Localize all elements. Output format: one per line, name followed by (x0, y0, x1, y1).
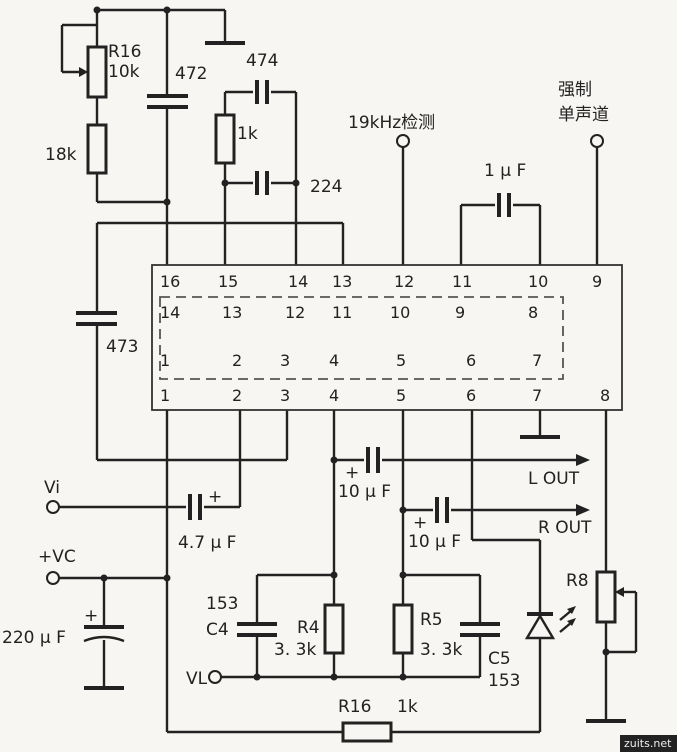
c4-val: 153 (206, 594, 238, 614)
pin-top-15: 15 (218, 272, 238, 291)
vc-supply: +VC + 220 μ F (2, 410, 343, 734)
c4-r4-network: 153 C4 R4 3. 3k (206, 571, 345, 677)
resistor-r5 (392, 603, 414, 655)
inner-pin-5: 5 (396, 351, 406, 370)
pin-bot-1: 1 (160, 386, 170, 405)
pin-bot-2: 2 (232, 386, 242, 405)
inner-pin-7: 7 (532, 351, 542, 370)
r8-ref: R8 (566, 571, 589, 591)
detect-19khz-label: 19kHz检测 (348, 113, 435, 133)
inner-pin-9: 9 (455, 303, 465, 322)
watermark: zuits.net (624, 737, 672, 750)
detect-19khz-terminal[interactable] (396, 134, 410, 148)
r16-bot-val: 1k (397, 697, 418, 717)
r16-bottom: R16 1k (338, 697, 418, 743)
lout-plus: + (345, 463, 359, 483)
inner-pin-6: 6 (466, 351, 476, 370)
inner-pin-10: 10 (390, 303, 410, 322)
inner-pin-12: 12 (285, 303, 305, 322)
pin-bot-8: 8 (600, 386, 610, 405)
vi-plus: + (208, 487, 222, 507)
r16-potentiometer (86, 45, 108, 99)
vl-terminal[interactable] (208, 670, 222, 684)
c473-label: 473 (106, 337, 138, 357)
rout-label[interactable]: R OUT (538, 518, 592, 538)
inner-pin-3: 3 (280, 351, 290, 370)
r16-top-ref: R16 (108, 42, 141, 62)
r1k-label: 1k (237, 124, 258, 144)
pin-top-16: 16 (160, 272, 180, 291)
inner-pin-1: 1 (160, 351, 170, 370)
lout-label[interactable]: L OUT (528, 469, 580, 489)
pin13-473-loop: 473 (76, 221, 345, 462)
cap-1uf-11-10: 1 μ F (459, 161, 542, 265)
force-mono-label-2: 单声道 (558, 105, 609, 125)
r18k-label: 18k (45, 145, 77, 165)
pin-top-11: 11 (452, 272, 472, 291)
pin-top-13: 13 (332, 272, 352, 291)
pin9-force-mono: 强制 单声道 (558, 80, 609, 265)
c224-label: 224 (310, 177, 342, 197)
r5-c5-network: R5 3. 3k C5 153 (392, 571, 520, 691)
force-mono-terminal[interactable] (590, 134, 604, 148)
c220-label: 220 μ F (2, 628, 66, 648)
inner-pin-4: 4 (329, 351, 339, 370)
vc-label: +VC (38, 547, 76, 567)
rout-plus: + (413, 513, 427, 533)
force-mono-label-1: 强制 (558, 80, 592, 100)
r4-val: 3. 3k (274, 640, 316, 660)
resistor-r16-1k (341, 721, 393, 743)
led-icon (524, 613, 556, 640)
pin12-19khz-output: 19kHz检测 (348, 113, 435, 265)
r8-network: R8 (566, 410, 638, 723)
vc-terminal[interactable] (46, 571, 60, 585)
r8-potentiometer (595, 570, 617, 624)
r16-bot-ref: R16 (338, 697, 371, 717)
c-rout-label: 10 μ F (408, 532, 461, 552)
pin15-14-network: 474 1k 224 (214, 51, 342, 265)
inner-pin-8: 8 (528, 303, 538, 322)
resistor-r4 (323, 603, 345, 655)
ic-package: 16 15 14 13 12 11 10 9 14 13 12 11 10 9 … (151, 264, 623, 411)
c474-label: 474 (246, 51, 278, 71)
pin-top-14: 14 (288, 272, 308, 291)
c472-label: 472 (175, 64, 207, 84)
r5-val: 3. 3k (420, 640, 462, 660)
resistor-1k (214, 113, 236, 165)
pin-top-9: 9 (592, 272, 602, 291)
r16-top-val: 10k (108, 62, 140, 82)
pin-bot-7: 7 (532, 386, 542, 405)
vi-terminal[interactable] (46, 500, 60, 514)
c5-ref: C5 (488, 649, 511, 669)
wiper-arrow (79, 67, 88, 77)
stereo-led (391, 410, 576, 734)
c1uf-label: 1 μ F (484, 161, 526, 181)
ic-inner-dashed (159, 296, 564, 380)
vi-label: Vi (44, 478, 60, 498)
pin-top-10: 10 (528, 272, 548, 291)
ic-body (151, 264, 623, 411)
resistor-18k (86, 123, 108, 175)
vl-label: VL (186, 669, 208, 689)
inner-pin-14: 14 (160, 303, 180, 322)
vi-input: Vi + 4.7 μ F (44, 410, 242, 553)
c47-label: 4.7 μ F (178, 533, 236, 553)
inner-pin-2: 2 (232, 351, 242, 370)
pin-bot-3: 3 (280, 386, 290, 405)
c-lout-label: 10 μ F (338, 482, 391, 502)
pin-bot-4: 4 (329, 386, 339, 405)
pin-top-12: 12 (394, 272, 414, 291)
pin-bot-6: 6 (466, 386, 476, 405)
inner-pin-13: 13 (222, 303, 242, 322)
r5-ref: R5 (420, 610, 443, 630)
top-left-network: R16 10k 472 18k (45, 6, 245, 265)
r4-ref: R4 (297, 618, 320, 638)
vl-rail: VL (186, 669, 480, 689)
pin-bot-5: 5 (396, 386, 406, 405)
c4-ref: C4 (206, 620, 229, 640)
inner-pin-11: 11 (332, 303, 352, 322)
c5-val: 153 (488, 671, 520, 691)
c220-plus: + (84, 606, 98, 626)
